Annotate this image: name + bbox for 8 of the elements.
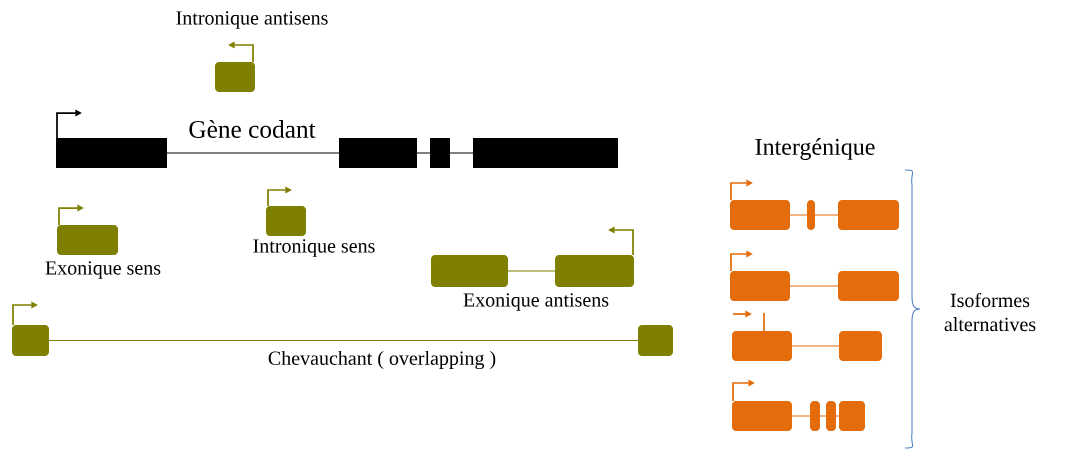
- gene-label: Exonique antisens: [463, 293, 609, 311]
- gene-label: Intergénique: [755, 138, 875, 160]
- gene-label: Exonique sens: [45, 261, 161, 279]
- gene-label: Isoformes alternatives: [944, 292, 1036, 332]
- gene-label: Intronique antisens: [176, 11, 328, 29]
- gene-label: Chevauchant ( overlapping ): [268, 350, 496, 370]
- gene-label: Gène codant: [189, 120, 316, 138]
- gene-label: Intronique sens: [253, 239, 375, 257]
